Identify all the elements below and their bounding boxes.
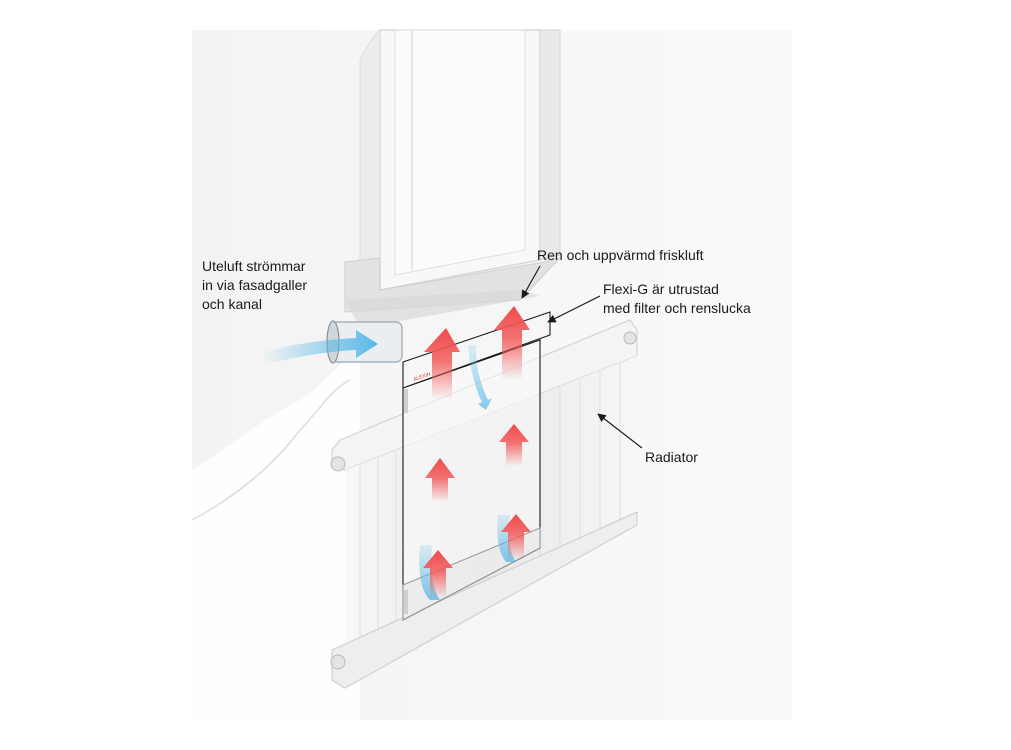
warm-arrow-bottom-right <box>501 514 531 560</box>
brand-mark: ALEXIN <box>413 371 432 383</box>
window <box>344 28 562 328</box>
label-outdoor-air: Uteluft strömmar in via fasadgaller och … <box>202 257 307 314</box>
label-fresh-air: Ren och uppvärmd friskluft <box>537 246 704 265</box>
callout-lines <box>521 265 643 449</box>
label-outdoor-air-line-1: Uteluft strömmar <box>202 258 306 274</box>
label-outdoor-air-line-3: och kanal <box>202 296 262 312</box>
label-flexi-g-line-1: Flexi-G är utrustad <box>603 281 719 297</box>
label-flexi-g: Flexi-G är utrustad med filter och rensl… <box>603 280 751 318</box>
warm-arrow-bottom-left <box>423 550 453 598</box>
leader-flexi-g <box>547 295 601 323</box>
cool-arrow-bottom-left <box>419 545 440 600</box>
incoming-air-arrow <box>262 330 378 364</box>
warm-arrow-top-left <box>424 328 460 400</box>
label-fresh-air-line-1: Ren och uppvärmd friskluft <box>537 247 704 263</box>
label-radiator: Radiator <box>645 448 698 467</box>
airflow-arrows <box>419 306 531 600</box>
label-radiator-line-1: Radiator <box>645 449 698 465</box>
warm-arrow-mid-left <box>425 458 455 502</box>
cool-arrow-middle <box>468 345 492 410</box>
label-outdoor-air-line-2: in via fasadgaller <box>202 277 308 293</box>
leader-radiator <box>597 413 643 449</box>
warm-arrow-mid-right <box>499 424 529 466</box>
leader-fresh-air <box>521 265 541 299</box>
cool-arrow-bottom-right <box>497 515 516 562</box>
warm-arrow-top-right <box>494 306 530 380</box>
label-flexi-g-line-2: med filter och renslucka <box>603 300 751 316</box>
